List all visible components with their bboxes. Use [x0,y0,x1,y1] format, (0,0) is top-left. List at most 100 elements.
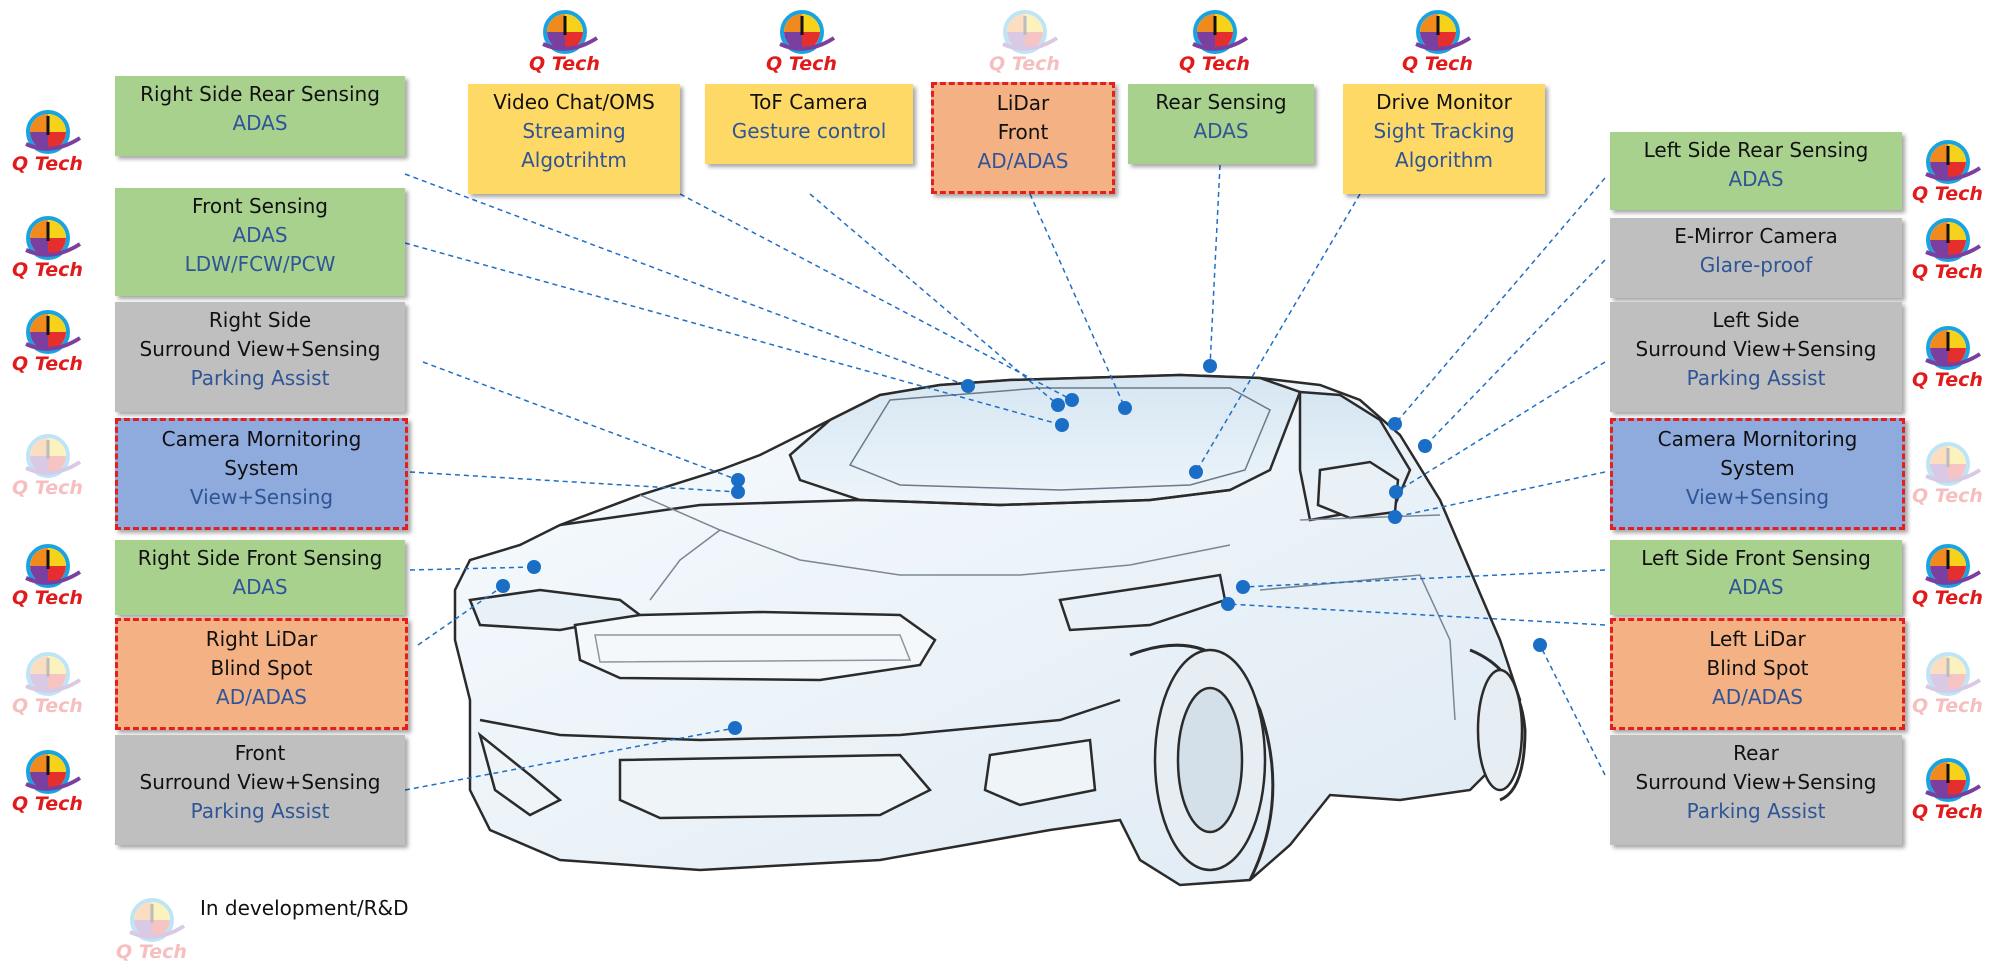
qtech-logo: Q Tech [762,8,846,75]
box-title: Video Chat/OMS [493,90,655,114]
box-front-surround: Front Surround View+Sensing Parking Assi… [115,735,405,845]
box-subtitle: AD/ADAS [216,685,307,709]
box-title: Left Side Rear Sensing [1643,138,1869,162]
sensor-point [1236,580,1250,594]
box-left-side-surround: Left Side Surround View+Sensing Parking … [1610,302,1902,412]
qtech-logo: Q Tech [1908,138,1992,205]
qtech-logo-icon: Q Tech [12,434,83,499]
car-illustration [453,373,1527,887]
qtech-logo-icon: Q Tech [1912,758,1983,823]
box-subtitle: Algotrihtm [521,148,627,172]
box-left-camera-monitoring: Camera Mornitoring System View+Sensing [1610,418,1905,530]
logo-text: Q Tech [1912,587,1983,608]
logo-text: Q Tech [1912,183,1983,204]
box-subtitle: AD/ADAS [1712,685,1803,709]
box-title: System [1720,456,1795,480]
box-video-chat-oms: Video Chat/OMS Streaming Algotrihtm [468,84,680,194]
box-title: Camera Mornitoring [161,427,362,451]
logo-text: Q Tech [989,53,1060,74]
sensor-point [1203,359,1217,373]
qtech-logo-icon: Q Tech [766,10,837,75]
box-subtitle: ADAS [1728,167,1784,191]
box-left-side-rear-sensing: Left Side Rear Sensing ADAS [1610,132,1902,210]
qtech-logo-icon: Q Tech [1912,140,1983,205]
box-title: Left Side [1712,308,1800,332]
qtech-logo: Q Tech [1908,542,1992,609]
qtech-logo-icon: Q Tech [1912,442,1983,507]
sensor-point [1533,638,1547,652]
sensor-point [731,485,745,499]
logo-text: Q Tech [529,53,600,74]
qtech-logo: Q Tech [1908,216,1992,283]
box-title: E-Mirror Camera [1674,224,1838,248]
sensor-point [1118,401,1132,415]
legend-text: In development/R&D [200,896,409,920]
box-right-camera-monitoring: Camera Mornitoring System View+Sensing [115,418,408,530]
qtech-logo-faded: Q Tech [1908,650,1992,717]
legend-logo: Q Tech [112,896,196,963]
box-title: Blind Spot [210,656,313,680]
qtech-logo-icon: Q Tech [12,750,83,815]
sensor-point [1389,485,1403,499]
box-subtitle: LDW/FCW/PCW [184,252,336,276]
box-subtitle: ADAS [1728,575,1784,599]
box-title: Rear [1733,741,1779,765]
sensor-point [1418,439,1432,453]
box-rear-sensing-top: Rear Sensing ADAS [1128,84,1314,164]
box-subtitle: ADAS [232,111,288,135]
diagram-canvas [404,164,1606,887]
qtech-logo-icon: Q Tech [1912,326,1983,391]
sensor-point [1388,510,1402,524]
box-title: Surround View+Sensing [1635,770,1877,794]
box-subtitle: View+Sensing [1685,485,1830,509]
box-subtitle: AD/ADAS [977,149,1069,173]
sensor-point [496,579,510,593]
sensor-points [496,359,1547,735]
box-title: Front [997,120,1049,144]
box-subtitle: Sight Tracking [1373,119,1515,143]
qtech-logo-faded: Q Tech [8,650,92,717]
qtech-logo: Q Tech [1908,324,1992,391]
box-left-side-front-sensing: Left Side Front Sensing ADAS [1610,540,1902,615]
connector-lines [404,164,1606,791]
qtech-logo-icon: Q Tech [1179,10,1250,75]
box-front-sensing: Front Sensing ADAS LDW/FCW/PCW [115,188,405,296]
box-title: Front [234,741,286,765]
sensor-point [1065,393,1079,407]
qtech-logo-icon: Q Tech [1912,652,1983,717]
box-title: Right LiDar [205,627,318,651]
qtech-logo-faded: Q Tech [985,8,1069,75]
qtech-logo: Q Tech [8,214,92,281]
box-title: Right Side Front Sensing [137,546,383,570]
box-title: Rear Sensing [1155,90,1287,114]
box-subtitle: Streaming [522,119,626,143]
logo-text: Q Tech [1402,53,1473,74]
sensor-point [1221,597,1235,611]
logo-text: Q Tech [1179,53,1250,74]
box-e-mirror-camera: E-Mirror Camera Glare-proof [1610,218,1902,298]
qtech-logo-icon: Q Tech [12,544,83,609]
sensor-point [961,379,975,393]
box-title: Drive Monitor [1376,90,1512,114]
box-title: Left Side Front Sensing [1641,546,1871,570]
box-title: Surround View+Sensing [139,770,381,794]
box-subtitle: Glare-proof [1699,253,1813,277]
sensor-point [1189,465,1203,479]
box-subtitle: Parking Assist [190,366,330,390]
box-subtitle: ADAS [1193,119,1249,143]
sensor-point [1055,418,1069,432]
box-drive-monitor: Drive Monitor Sight Tracking Algorithm [1343,84,1545,194]
sensor-point [1051,398,1065,412]
qtech-logo-icon: Q Tech [529,10,600,75]
box-title: Blind Spot [1706,656,1809,680]
qtech-logo-icon: Q Tech [12,216,83,281]
box-title: ToF Camera [750,90,868,114]
logo-text: Q Tech [1912,695,1983,716]
qtech-logo: Q Tech [8,542,92,609]
logo-text: Q Tech [12,259,83,280]
logo-text: Q Tech [1912,369,1983,390]
qtech-logo-icon: Q Tech [1912,544,1983,609]
sensor-point [1388,417,1402,431]
logo-text: Q Tech [12,695,83,716]
box-subtitle: View+Sensing [189,485,334,509]
